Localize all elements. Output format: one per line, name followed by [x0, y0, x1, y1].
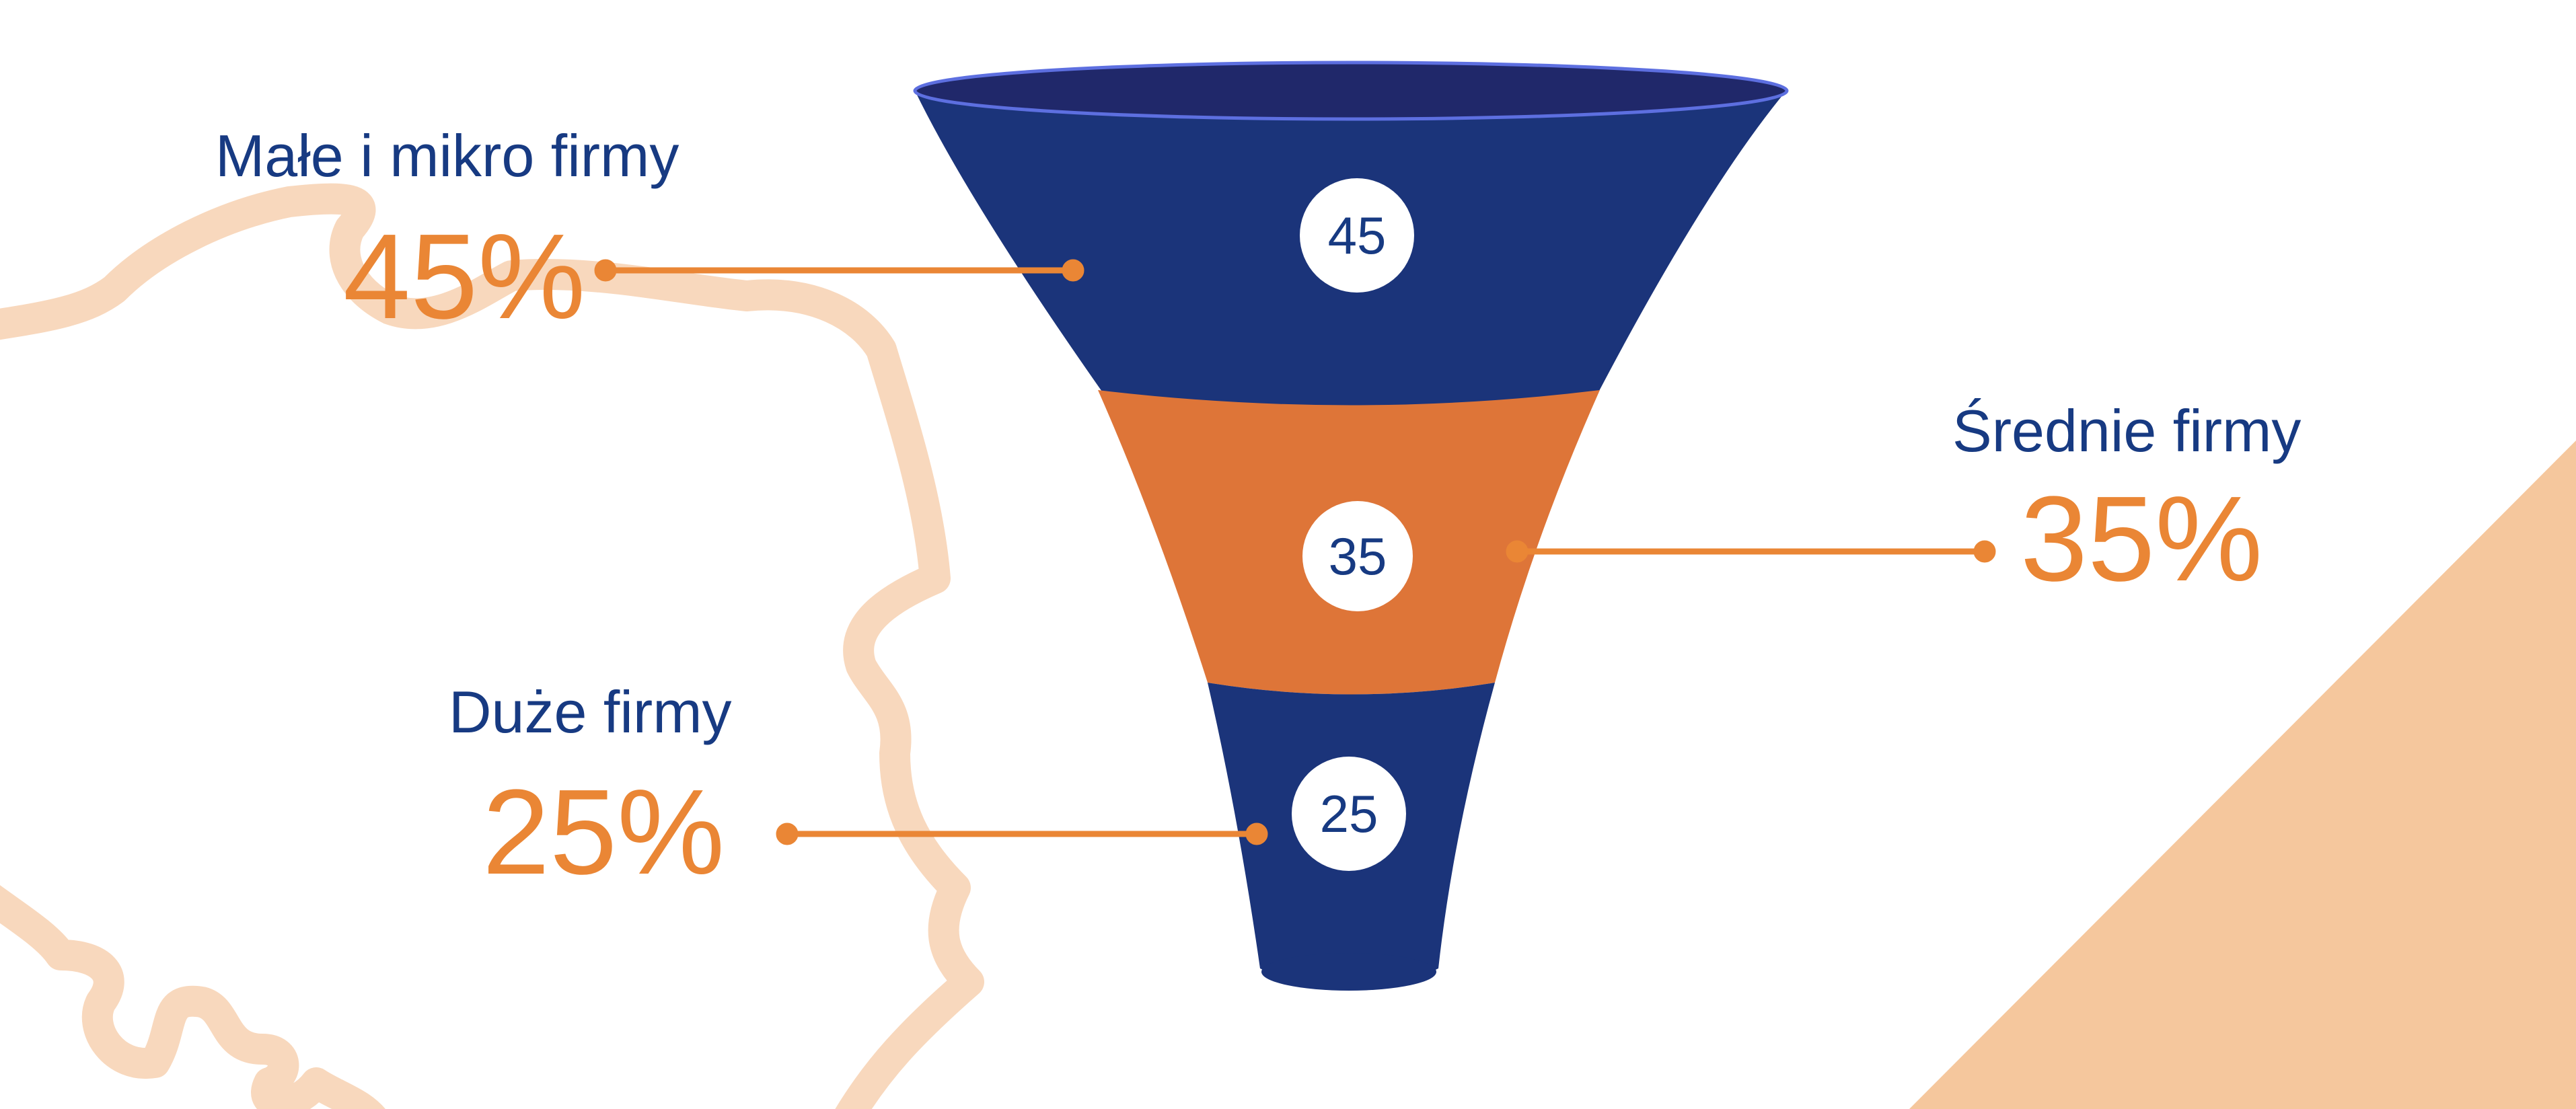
leader-line-medium — [1506, 540, 1996, 563]
category-label-large: Duże firmy — [449, 679, 732, 745]
funnel-rim — [913, 61, 1789, 121]
percent-label-large: 25% — [482, 765, 725, 900]
value-label-25: 25 — [1320, 784, 1378, 843]
category-label-medium: Średnie firmy — [1952, 397, 2302, 464]
funnel-spout — [1261, 953, 1436, 991]
percent-label-medium: 35% — [2020, 471, 2263, 607]
map-outline-bottom-decoration — [0, 885, 385, 1109]
value-bubble-35: 35 — [1302, 501, 1413, 611]
map-outline-decoration — [0, 183, 984, 1109]
corner-triangle-decoration — [1909, 441, 2576, 1109]
leader-line-large — [776, 823, 1268, 845]
percent-label-small-micro: 45% — [343, 209, 586, 344]
value-bubble-25: 25 — [1292, 757, 1406, 871]
value-label-45: 45 — [1328, 206, 1387, 265]
leader-line-small-micro — [594, 259, 1084, 282]
value-label-35: 35 — [1329, 527, 1387, 586]
category-label-small-micro: Małe i mikro firmy — [215, 122, 679, 189]
value-bubble-45: 45 — [1300, 178, 1414, 293]
